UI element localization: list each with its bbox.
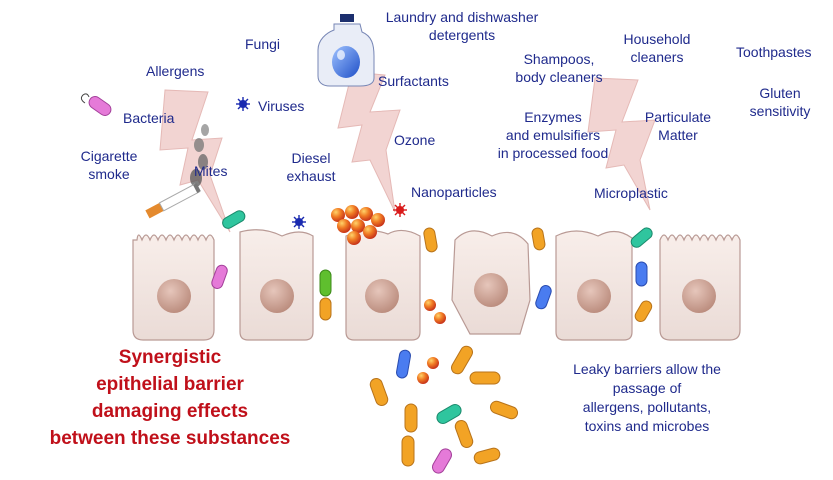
- microbe-capsule-icon: [423, 227, 438, 253]
- label-diesel-exhaust: Diesel exhaust: [272, 149, 350, 185]
- label-fungi: Fungi: [245, 35, 280, 53]
- microbe-capsule-icon: [633, 299, 654, 324]
- label-nanoparticles: Nanoparticles: [411, 183, 497, 201]
- label-allergens: Allergens: [146, 62, 204, 80]
- label-laundry-detergents: Laundry and dishwasher detergents: [362, 8, 562, 44]
- microbe-capsule-icon: [221, 209, 247, 231]
- nucleus-icon: [157, 279, 191, 313]
- leaked-microbes: [369, 344, 520, 475]
- microbe-capsule-icon: [534, 284, 553, 310]
- nucleus-icon: [474, 273, 508, 307]
- label-shampoos: Shampoos, body cleaners: [504, 50, 614, 86]
- leaky-barrier-statement: Leaky barriers allow the passage of alle…: [534, 360, 760, 436]
- label-ozone: Ozone: [394, 131, 435, 149]
- nucleus-icon: [260, 279, 294, 313]
- label-household-cleaners: Household cleaners: [612, 30, 702, 66]
- microbe-capsule-icon: [320, 298, 331, 320]
- label-mites: Mites: [194, 162, 227, 180]
- label-microplastic: Microplastic: [594, 184, 668, 202]
- bacterium-icon: [81, 94, 113, 118]
- nucleus-icon: [577, 279, 611, 313]
- label-enzymes: Enzymes and emulsifiers in processed foo…: [478, 108, 628, 162]
- microbe-capsule-icon: [629, 226, 654, 250]
- microbe-capsule-icon: [320, 270, 331, 296]
- nucleus-icon: [682, 279, 716, 313]
- label-toothpastes: Toothpastes: [736, 43, 812, 61]
- virus-icon: [236, 97, 250, 111]
- label-surfactants: Surfactants: [378, 72, 449, 90]
- virus-icon: [292, 215, 306, 229]
- nucleus-icon: [365, 279, 399, 313]
- synergy-statement: Synergistic epithelial barrier damaging …: [10, 344, 330, 452]
- label-particulate-matter: Particulate Matter: [632, 108, 724, 144]
- label-cigarette-smoke: Cigarette smoke: [66, 147, 152, 183]
- leaked-nanoparticles: [417, 299, 446, 384]
- label-viruses: Viruses: [258, 97, 304, 115]
- label-gluten-sensitivity: Gluten sensitivity: [738, 84, 822, 120]
- cigarette-icon: [145, 183, 200, 218]
- microbe-capsule-icon: [636, 262, 647, 286]
- virus-icon: [393, 203, 407, 217]
- label-bacteria: Bacteria: [123, 109, 174, 127]
- lightning-bolt-icon: [338, 72, 400, 212]
- microbe-capsule-icon: [531, 227, 546, 251]
